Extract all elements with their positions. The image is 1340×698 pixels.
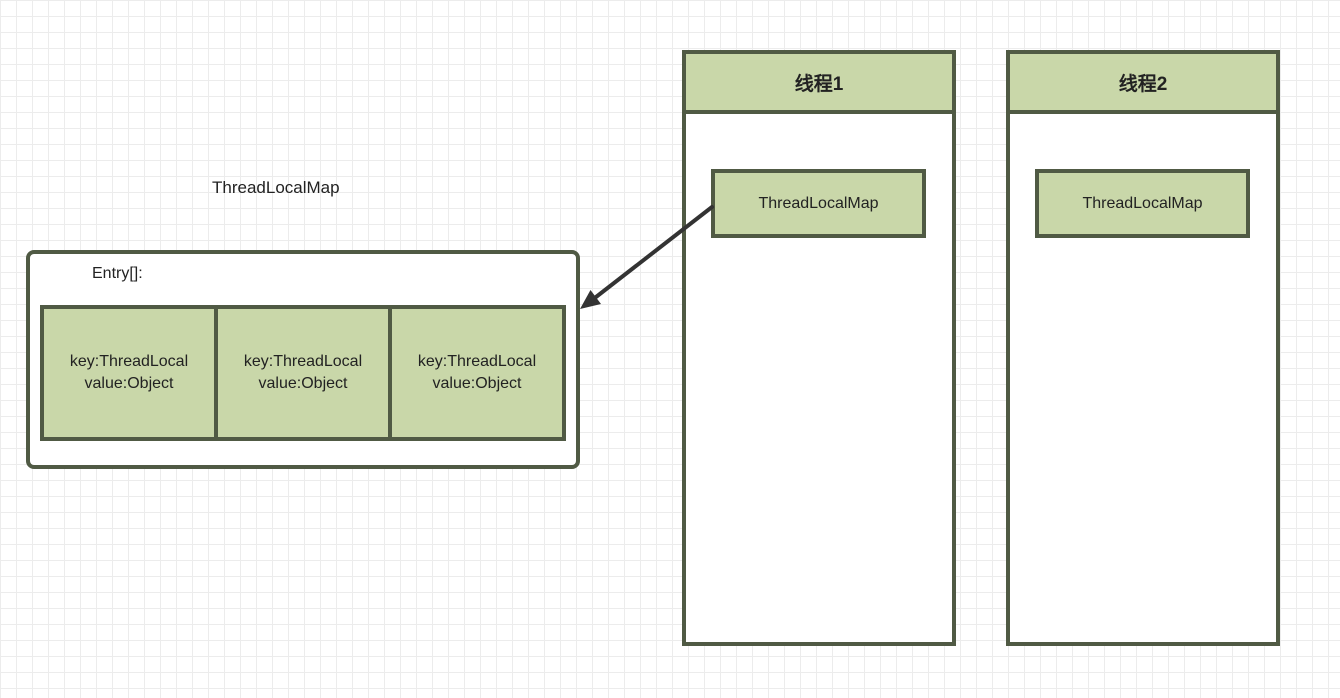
entry-value: value:Object <box>84 375 174 392</box>
thread-2-threadlocalmap: ThreadLocalMap <box>1035 169 1250 238</box>
threadlocalmap-caption: ThreadLocalMap <box>212 178 340 197</box>
thread-1-title: 线程1 <box>686 54 952 114</box>
entry-cell-3: key:ThreadLocal value:Object <box>388 305 566 441</box>
entry-array-label: Entry[]: <box>92 265 143 282</box>
entry-value: value:Object <box>432 375 522 392</box>
entry-key: key:ThreadLocal <box>69 353 189 370</box>
thread-2-title: 线程2 <box>1010 54 1276 114</box>
arrow-head-icon <box>580 290 601 309</box>
thread-1-box: 线程1 <box>682 50 956 646</box>
entry-cell-2: key:ThreadLocal value:Object <box>214 305 392 441</box>
entry-value: value:Object <box>258 375 348 392</box>
thread-1-threadlocalmap: ThreadLocalMap <box>711 169 926 238</box>
entry-key: key:ThreadLocal <box>417 353 537 370</box>
entry-key: key:ThreadLocal <box>243 353 363 370</box>
entry-cell-1: key:ThreadLocal value:Object <box>40 305 218 441</box>
thread-2-box: 线程2 <box>1006 50 1280 646</box>
